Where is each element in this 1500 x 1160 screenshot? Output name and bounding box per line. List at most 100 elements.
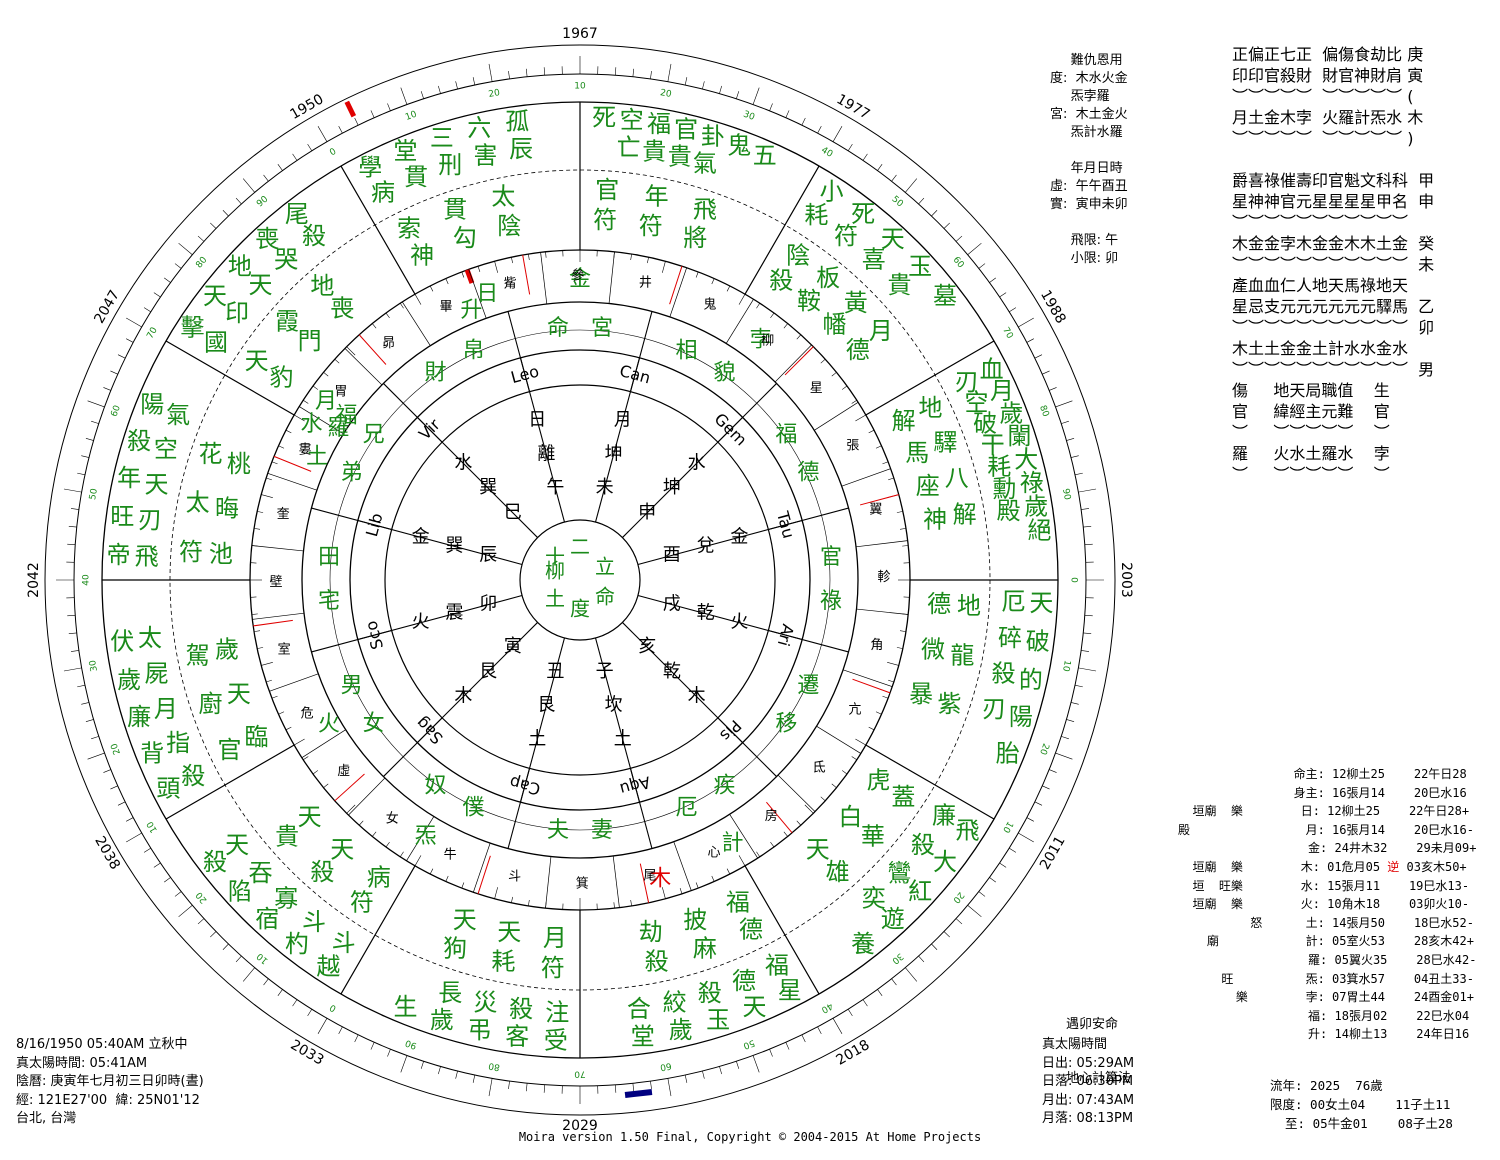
outer-star: 殺 [509, 995, 533, 1023]
deg-num: 50 [88, 488, 100, 501]
deg-num: 70 [574, 1069, 586, 1079]
deg-tick [955, 918, 963, 925]
inner-tick [257, 647, 264, 649]
outer-star: 天 [881, 225, 905, 253]
deg-tick [277, 989, 283, 997]
outer-star: 長 [438, 979, 462, 1007]
inner-tick [511, 896, 513, 903]
deg-tick [1042, 370, 1050, 375]
inner-tick [726, 285, 731, 292]
year-label-9: 2042 [26, 562, 42, 598]
outer-star: 殺 [911, 831, 935, 859]
deg-tick [877, 989, 883, 997]
outer-star: 殺 [992, 660, 1016, 688]
inner-tick [261, 494, 273, 498]
inner-tick [756, 851, 760, 857]
deg-num: 40 [82, 574, 92, 586]
mansion-24: 昴 [382, 336, 395, 351]
mansion-18: 危 [301, 706, 314, 721]
inner-tick [400, 851, 404, 857]
inner-tick [855, 414, 866, 422]
deg-tick [1084, 614, 1093, 617]
outer-star: 殺 [698, 979, 722, 1007]
deg-tick [719, 1066, 722, 1075]
year-label-2: 1988 [1037, 288, 1069, 327]
palace-11: 財 [424, 361, 446, 386]
inner-tick [738, 855, 746, 866]
inner-tick [254, 528, 261, 530]
retrograde-mark: 逆 [1387, 859, 1400, 874]
mid-star: 天 [245, 347, 269, 375]
red-mark-2 [859, 494, 899, 506]
red-mark-10 [358, 334, 387, 365]
outer-star: 旺 [110, 502, 134, 530]
planet-row-1: 身主: 16張月14 20巳水16 [1178, 785, 1467, 800]
ring-planet-7: 火 [318, 712, 340, 737]
mansion-9: 氐 [813, 760, 826, 775]
mid-star: 太 [491, 183, 515, 211]
outer-star: 破 [1026, 628, 1050, 656]
deg-tick [1083, 632, 1092, 635]
deg-tick [667, 63, 672, 82]
outer-star: 玉 [706, 1006, 730, 1034]
sign-8: Sco [361, 619, 387, 652]
outer-star: 貫 [404, 163, 428, 191]
deg-tick [1078, 667, 1097, 672]
ring-mansion-inner [329, 329, 831, 831]
gods-line-18: ︶ ︶︶︶︶︶ ︶ [1232, 423, 1390, 442]
center-char-0: 十 [545, 545, 565, 569]
mid-star: 鞍 [797, 287, 821, 315]
gods-line-10: ︶︶︶︶︶︶︶︶︶︶︶ 未 [1232, 255, 1435, 274]
mid-star: 福 [726, 889, 750, 917]
ring-planet-6: 炁 [414, 824, 436, 849]
outer-star: 吞 [249, 859, 273, 887]
deg-tick [1049, 387, 1057, 391]
outer-star: 血 [980, 355, 1004, 383]
deg-tick [650, 1081, 652, 1090]
inner-tick [695, 882, 699, 889]
mid-star: 座 [916, 472, 940, 500]
palace-9: 田 [318, 545, 340, 570]
deg-tick [1055, 752, 1073, 760]
deg-tick [222, 210, 229, 217]
mid-star: 符 [350, 888, 374, 916]
deg-tick [785, 1042, 790, 1050]
gods-line-15: ︶︶︶︶︶︶︶︶︶︶︶ 男 [1232, 360, 1435, 379]
deg-tick [292, 999, 298, 1007]
palace-spoke-4 [717, 717, 777, 777]
ring-planet-5: 木 [649, 866, 671, 891]
mid-star: 臨 [244, 723, 268, 751]
deg-tick [307, 1008, 313, 1017]
deg-tick [877, 163, 883, 171]
mid-star: 驛 [933, 428, 957, 456]
deg-tick [667, 1078, 672, 1097]
deg-tick [847, 1008, 853, 1017]
birth-line-3: 經: 121E27'00 緯: 25N01'12 [16, 1092, 200, 1108]
year-label-10: 2047 [91, 288, 123, 327]
deg-tick [126, 817, 134, 822]
outer-star: 天 [144, 470, 168, 498]
top-info-line-8: 實: 寅申未卯 [1050, 197, 1128, 212]
outer-star: 伏 [110, 628, 134, 656]
mid-star: 德 [739, 916, 763, 944]
outer-star: 碎 [998, 624, 1022, 652]
deg-tick [178, 905, 193, 918]
mid-star: 暴 [909, 680, 933, 708]
gods-line-19: 羅 火水土羅水 孛 [1232, 444, 1390, 463]
mid-star: 符 [639, 212, 663, 240]
deg-tick [292, 153, 298, 161]
ring-6 [384, 384, 776, 776]
inner-tick [796, 334, 802, 340]
sign-0: Can [618, 361, 653, 387]
deg-tick [684, 77, 688, 86]
inner-branch-5: 土 [614, 728, 632, 749]
mid-star: 陰 [786, 242, 810, 270]
outer-star: 的 [1019, 666, 1043, 694]
outer-star: 干 [981, 431, 1005, 459]
inner-branch-4: 木 [688, 686, 706, 707]
inner-tick [887, 662, 899, 666]
deg-tick [1026, 338, 1034, 343]
outer-star: 受 [544, 1026, 568, 1054]
deg-tick [91, 736, 99, 740]
inner-tick [266, 679, 272, 683]
